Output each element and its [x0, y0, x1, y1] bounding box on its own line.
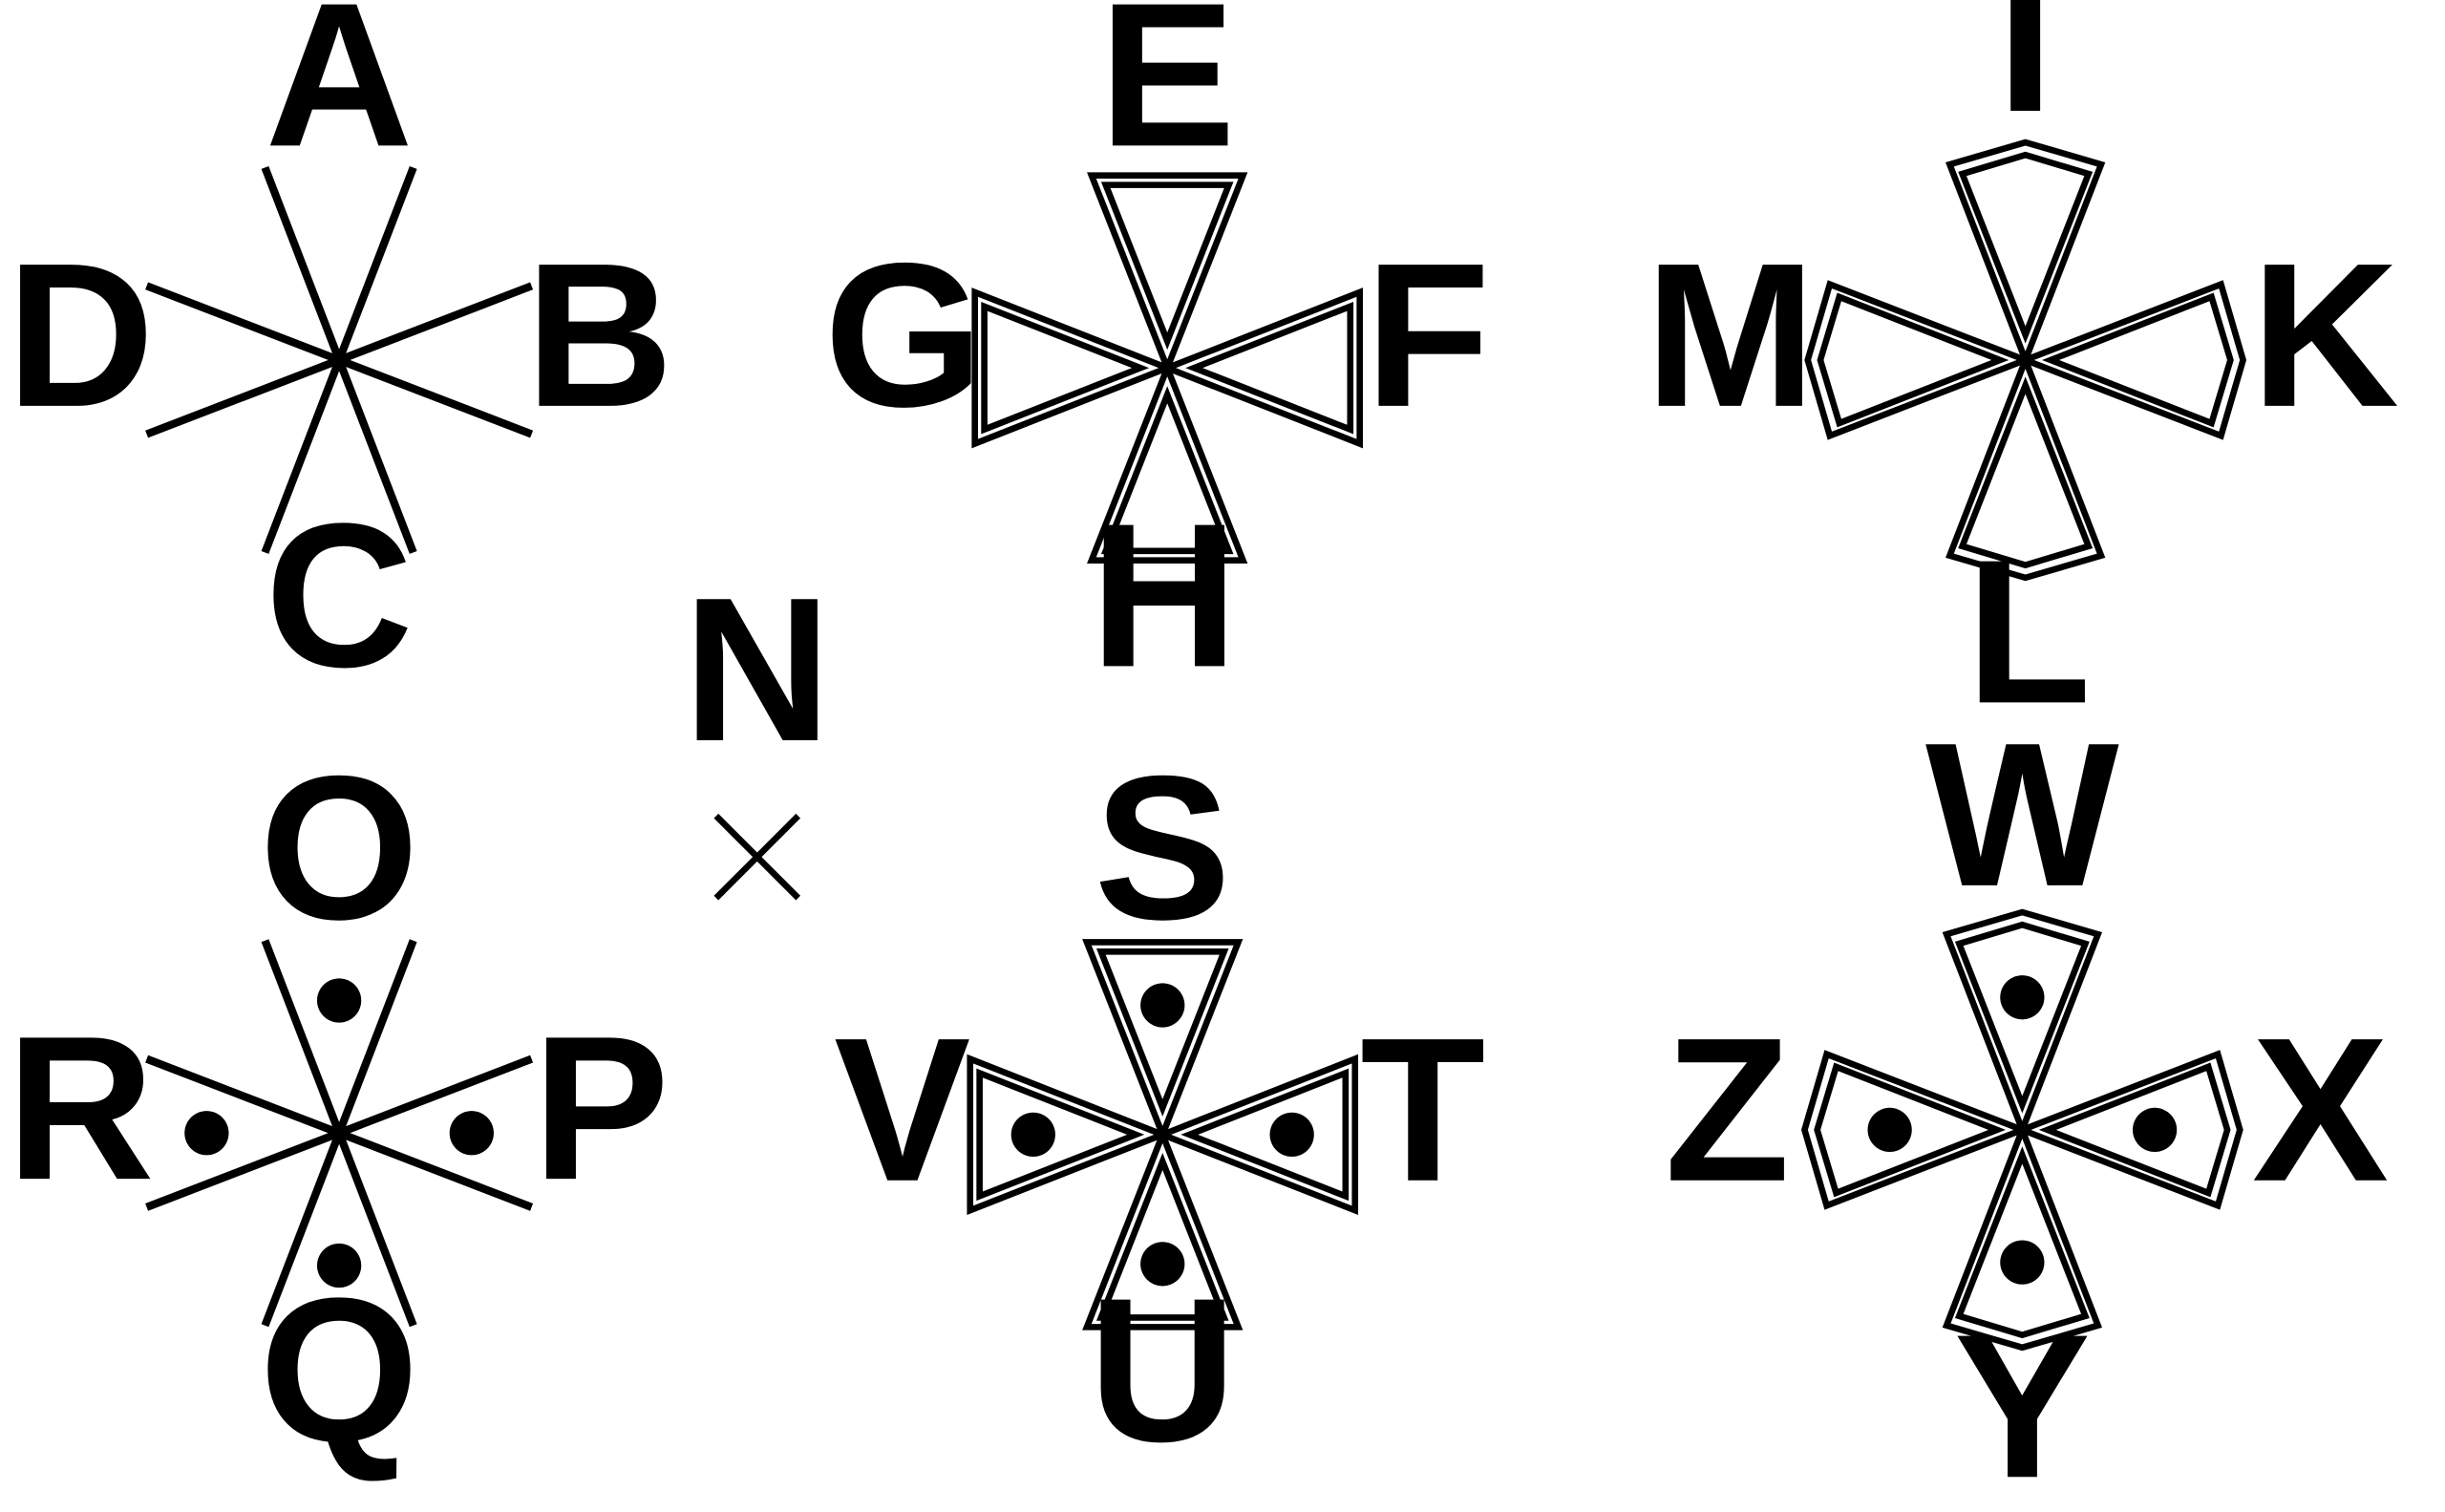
triangle-inner — [1095, 1152, 1229, 1321]
group-lines-plain — [145, 165, 534, 554]
letter-label-b: B — [525, 222, 673, 450]
dot-mark — [449, 1111, 494, 1156]
diagonal-line — [145, 356, 341, 438]
letter-label-g: G — [824, 222, 984, 450]
dot-mark — [1140, 1242, 1185, 1287]
pentagon-outer — [2013, 1050, 2243, 1210]
letter-label-e: E — [1099, 0, 1236, 189]
pentagon-inner — [1958, 151, 2094, 344]
letter-label-a: A — [266, 0, 414, 189]
diagonal-line — [261, 939, 343, 1135]
triangle-inner — [1100, 386, 1234, 555]
pentagon-outer — [1942, 908, 2103, 1139]
triangle-outer — [971, 287, 1177, 449]
dot-mark — [1269, 1112, 1314, 1158]
dot-mark — [2000, 1240, 2045, 1285]
triangle-inner — [1185, 301, 1354, 435]
group-pentagons-plain — [1804, 138, 2247, 582]
letter-label-f: F — [1365, 222, 1490, 450]
letter-label-x: X — [2252, 996, 2389, 1225]
diagonal-line — [335, 358, 417, 554]
triangle-outer — [1082, 1125, 1244, 1331]
dot-mark — [2000, 975, 2045, 1020]
letter-label-d: D — [7, 222, 155, 450]
dot-mark — [1140, 983, 1185, 1028]
triangle-outer — [1087, 172, 1248, 377]
group-pentagons-dotted — [1801, 908, 2243, 1352]
diagonal-line — [335, 165, 417, 362]
x-stroke — [713, 813, 801, 901]
triangle-outer — [967, 1054, 1172, 1216]
letter-label-q: Q — [260, 1256, 419, 1484]
triangle-outer — [1082, 939, 1244, 1143]
dot-mark — [184, 1111, 229, 1156]
letter-label-n: N — [683, 556, 831, 784]
pentagon-outer — [1945, 138, 2106, 370]
letter-label-s: S — [1095, 735, 1231, 963]
diagonal-line — [337, 1054, 534, 1138]
letter-label-m: M — [1645, 222, 1816, 450]
dot-mark — [1867, 1107, 1912, 1153]
letter-label-c: C — [266, 481, 414, 710]
diagonal-line — [335, 1131, 417, 1328]
diagonal-line — [337, 1129, 534, 1211]
dot-mark — [1010, 1112, 1055, 1158]
pentagon-inner — [1954, 1146, 2090, 1339]
letter-label-y: Y — [1954, 1292, 2091, 1512]
pentagon-outer — [2016, 280, 2247, 440]
diagonal-line — [261, 165, 343, 362]
diagonal-line — [261, 1131, 343, 1328]
triangle-inner — [1100, 181, 1234, 351]
pentagon-inner — [2038, 1062, 2231, 1198]
pentagon-inner — [2042, 292, 2234, 428]
letter-label-u: U — [1089, 1256, 1237, 1484]
group-triangles-dotted — [967, 939, 1359, 1331]
diagonal-line — [337, 282, 534, 364]
pentagon-outer — [1804, 280, 2034, 440]
pentagon-outer — [1945, 351, 2106, 582]
letter-label-o: O — [260, 735, 419, 963]
triangle-outer — [1087, 359, 1248, 564]
diagonal-line — [145, 1054, 341, 1138]
triangle-inner — [1180, 1068, 1350, 1202]
letter-label-l: L — [1966, 518, 2091, 746]
letter-label-w: W — [1925, 701, 2119, 929]
pentagon-inner — [1954, 921, 2090, 1114]
group-triangles-plain — [971, 172, 1363, 564]
pentagon-inner — [1817, 292, 2009, 428]
dot-mark — [2132, 1107, 2178, 1153]
pentagon-outer — [1801, 1050, 2031, 1210]
letter-label-i: I — [1997, 0, 2054, 155]
triangle-outer — [1154, 1054, 1359, 1216]
triangle-inner — [1095, 948, 1229, 1117]
group-x-mark — [713, 813, 801, 901]
group-lines-dotted — [145, 939, 534, 1328]
diagonal-line — [337, 356, 534, 438]
letter-label-z: Z — [1665, 996, 1790, 1225]
pentagon-outer — [1942, 1120, 2103, 1352]
diagonal-line — [145, 282, 341, 364]
letter-label-h: H — [1090, 481, 1238, 710]
pentagon-inner — [1814, 1062, 2006, 1198]
dot-mark — [316, 1243, 362, 1288]
dot-mark — [316, 978, 362, 1023]
letter-label-p: P — [533, 994, 670, 1223]
triangle-inner — [981, 301, 1150, 435]
diagonal-line — [335, 939, 417, 1135]
diagonal-line — [145, 1129, 341, 1211]
diagonal-line — [261, 358, 343, 554]
letter-label-t: T — [1360, 996, 1485, 1225]
pentagon-inner — [1958, 376, 2094, 569]
letter-label-v: V — [834, 996, 970, 1225]
triangle-outer — [1159, 287, 1363, 449]
letter-label-k: K — [2251, 222, 2399, 450]
triangle-inner — [976, 1068, 1145, 1202]
letter-label-r: R — [7, 994, 155, 1223]
